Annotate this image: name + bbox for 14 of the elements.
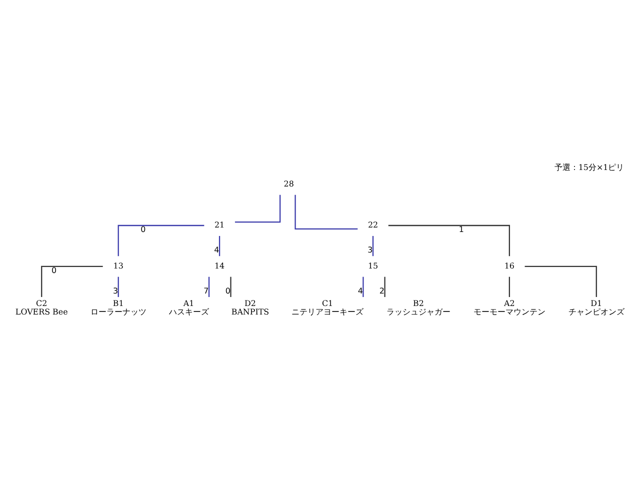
connector xyxy=(234,194,281,223)
connector xyxy=(118,224,204,256)
connector xyxy=(524,266,597,298)
connector xyxy=(218,236,220,256)
connector xyxy=(118,276,119,298)
connector xyxy=(372,236,374,256)
connector xyxy=(41,266,103,298)
connector xyxy=(230,276,232,298)
connector xyxy=(384,276,386,298)
connector xyxy=(362,276,364,298)
connector xyxy=(294,194,358,230)
connector xyxy=(508,276,510,298)
connector xyxy=(208,276,210,298)
connector xyxy=(388,224,510,256)
